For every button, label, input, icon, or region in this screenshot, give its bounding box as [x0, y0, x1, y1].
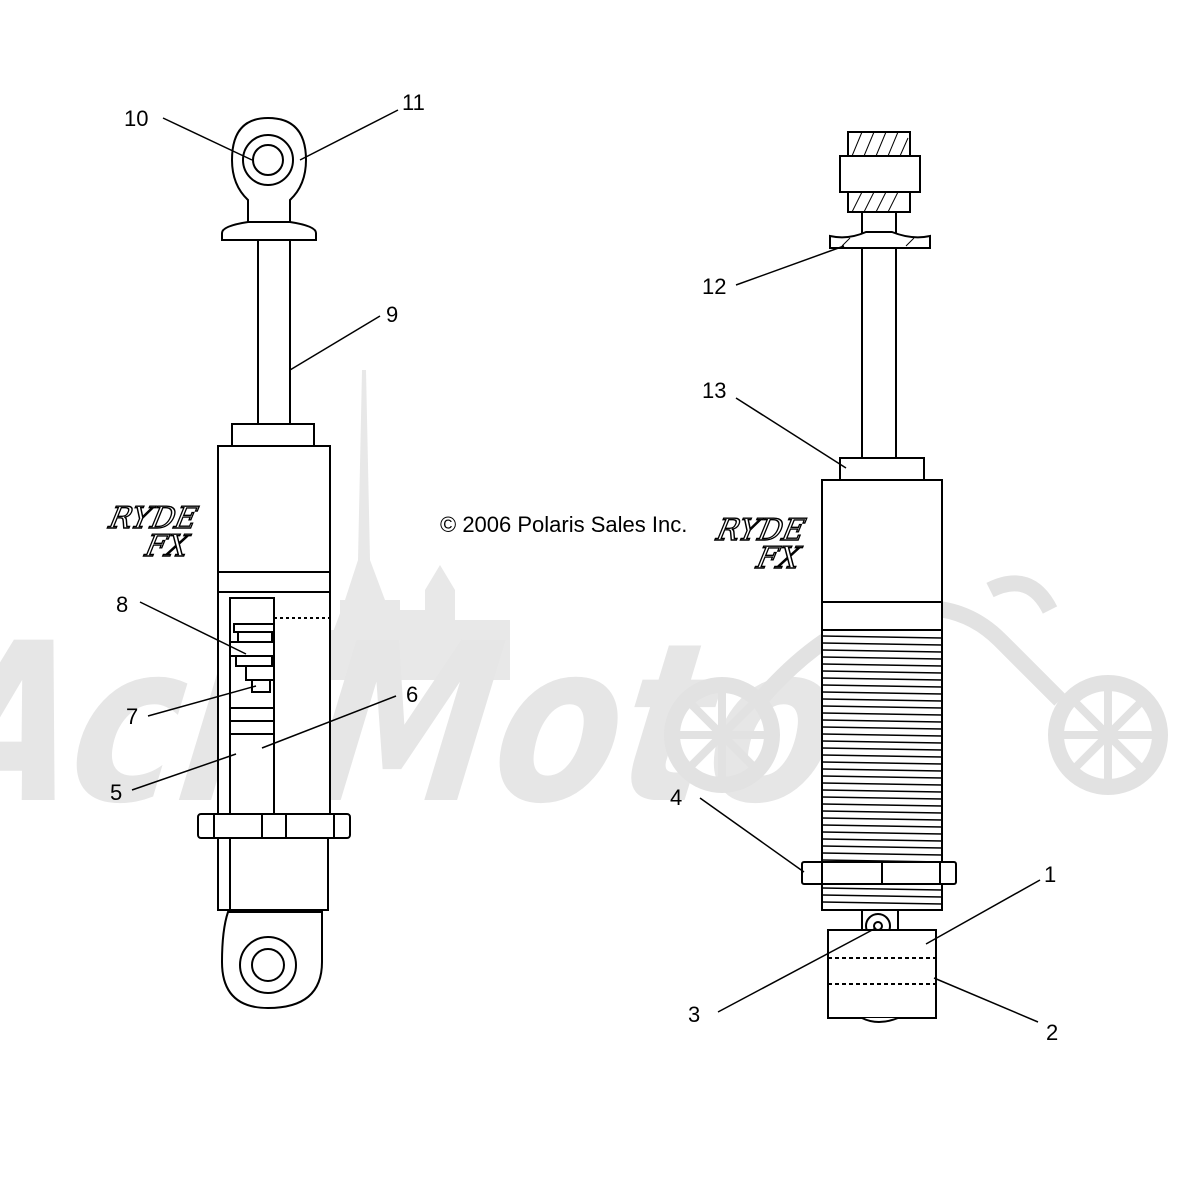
spring-coil-rib	[821, 656, 943, 660]
left-top-eyelet	[221, 116, 317, 241]
spring-coil-rib	[821, 726, 943, 730]
left-bottom-eyelet	[220, 911, 323, 1010]
spring-coil-rib	[821, 810, 943, 814]
leader-11	[299, 109, 399, 161]
spring-coil-rib	[821, 768, 943, 772]
callout-5: 5	[110, 780, 122, 805]
leader-12	[735, 245, 845, 286]
callout-4: 4	[670, 785, 682, 810]
left-shock	[197, 116, 351, 1010]
spring-coil-rib	[821, 677, 943, 681]
spring-coil-rib	[821, 712, 943, 716]
right-body	[821, 479, 943, 631]
right-collar	[801, 861, 957, 885]
spring-coil-rib	[821, 782, 943, 786]
spring-coil-rib	[821, 642, 943, 646]
right-shock	[801, 131, 957, 1023]
leader-7	[147, 685, 257, 717]
spring-coil-rib	[821, 838, 943, 842]
leader-13	[735, 397, 847, 469]
callout-1: 1	[1044, 862, 1056, 887]
right-top-bushing	[829, 131, 931, 249]
right-lower-mount	[827, 909, 937, 1023]
spring-coil-rib	[821, 663, 943, 667]
leader-10	[162, 117, 253, 161]
right-logo-line2: FX	[753, 541, 805, 576]
right-logo-line1: RYDE	[713, 513, 809, 548]
left-shock-logo: RYDE FX	[104, 501, 201, 565]
leader-6	[261, 695, 397, 749]
spring-coil-rib	[821, 733, 943, 737]
spring-coil-rib	[821, 894, 943, 898]
callout-12: 12	[702, 274, 726, 299]
copyright-notice: © 2006 Polaris Sales Inc.	[440, 512, 688, 537]
callout-13: 13	[702, 378, 726, 403]
watermark-spokes	[677, 688, 1155, 782]
leader-8	[139, 601, 247, 655]
spring-coil-rib	[821, 649, 943, 653]
left-lower-body	[217, 837, 329, 911]
callout-11: 11	[402, 90, 425, 115]
spring-coil-rib	[821, 887, 943, 891]
right-shaft	[861, 247, 897, 459]
spring-coil-rib	[821, 852, 943, 856]
left-logo-line2: FX	[141, 529, 193, 564]
spring-coil-rib	[821, 684, 943, 688]
spring-coil-rib	[821, 817, 943, 821]
spring-coil-rib	[821, 796, 943, 800]
right-top-nut	[839, 457, 925, 481]
callout-2: 2	[1046, 1020, 1058, 1045]
spring-coil-rib	[821, 803, 943, 807]
spring-coil-rib	[821, 705, 943, 709]
callout-7: 7	[126, 704, 138, 729]
left-piston-stack	[229, 623, 275, 693]
leader-4	[699, 797, 805, 873]
left-top-nut	[231, 423, 315, 447]
callout-6: 6	[406, 682, 418, 707]
watermark: AchMoto	[0, 370, 1168, 853]
right-shock-logo: RYDE FX	[712, 513, 809, 577]
leader-lines	[131, 109, 1041, 1023]
leader-1	[925, 879, 1041, 945]
left-collar	[197, 813, 351, 839]
spring-coil-rib	[821, 761, 943, 765]
spring-coil-rib	[821, 831, 943, 835]
spring-coil-rib	[821, 824, 943, 828]
callout-10: 10	[124, 106, 148, 131]
left-logo-line1: RYDE	[105, 501, 201, 536]
callout-8: 8	[116, 592, 128, 617]
spring-coil-rib	[821, 901, 943, 905]
spring-coil-rib	[821, 747, 943, 751]
spring-coil-rib	[821, 691, 943, 695]
spring-coil-rib	[821, 789, 943, 793]
spring-coil-rib	[821, 635, 943, 639]
leader-9	[289, 315, 381, 371]
leader-3	[717, 927, 877, 1013]
spring-coil-rib	[821, 698, 943, 702]
spring-coil-rib	[821, 845, 943, 849]
spring-coil-rib	[821, 740, 943, 744]
leader-5	[131, 753, 237, 791]
callout-3: 3	[688, 1002, 700, 1027]
spring-coil-rib	[821, 719, 943, 723]
leader-2	[933, 977, 1039, 1023]
spring-coil-rib	[821, 670, 943, 674]
spring-coil-rib	[821, 754, 943, 758]
left-shaft	[257, 239, 291, 426]
callout-labels: 1 2 3 4 5 6 7 8 9 10 11 12 13	[110, 90, 1058, 1045]
spring-coil-rib	[821, 775, 943, 779]
callout-9: 9	[386, 302, 398, 327]
